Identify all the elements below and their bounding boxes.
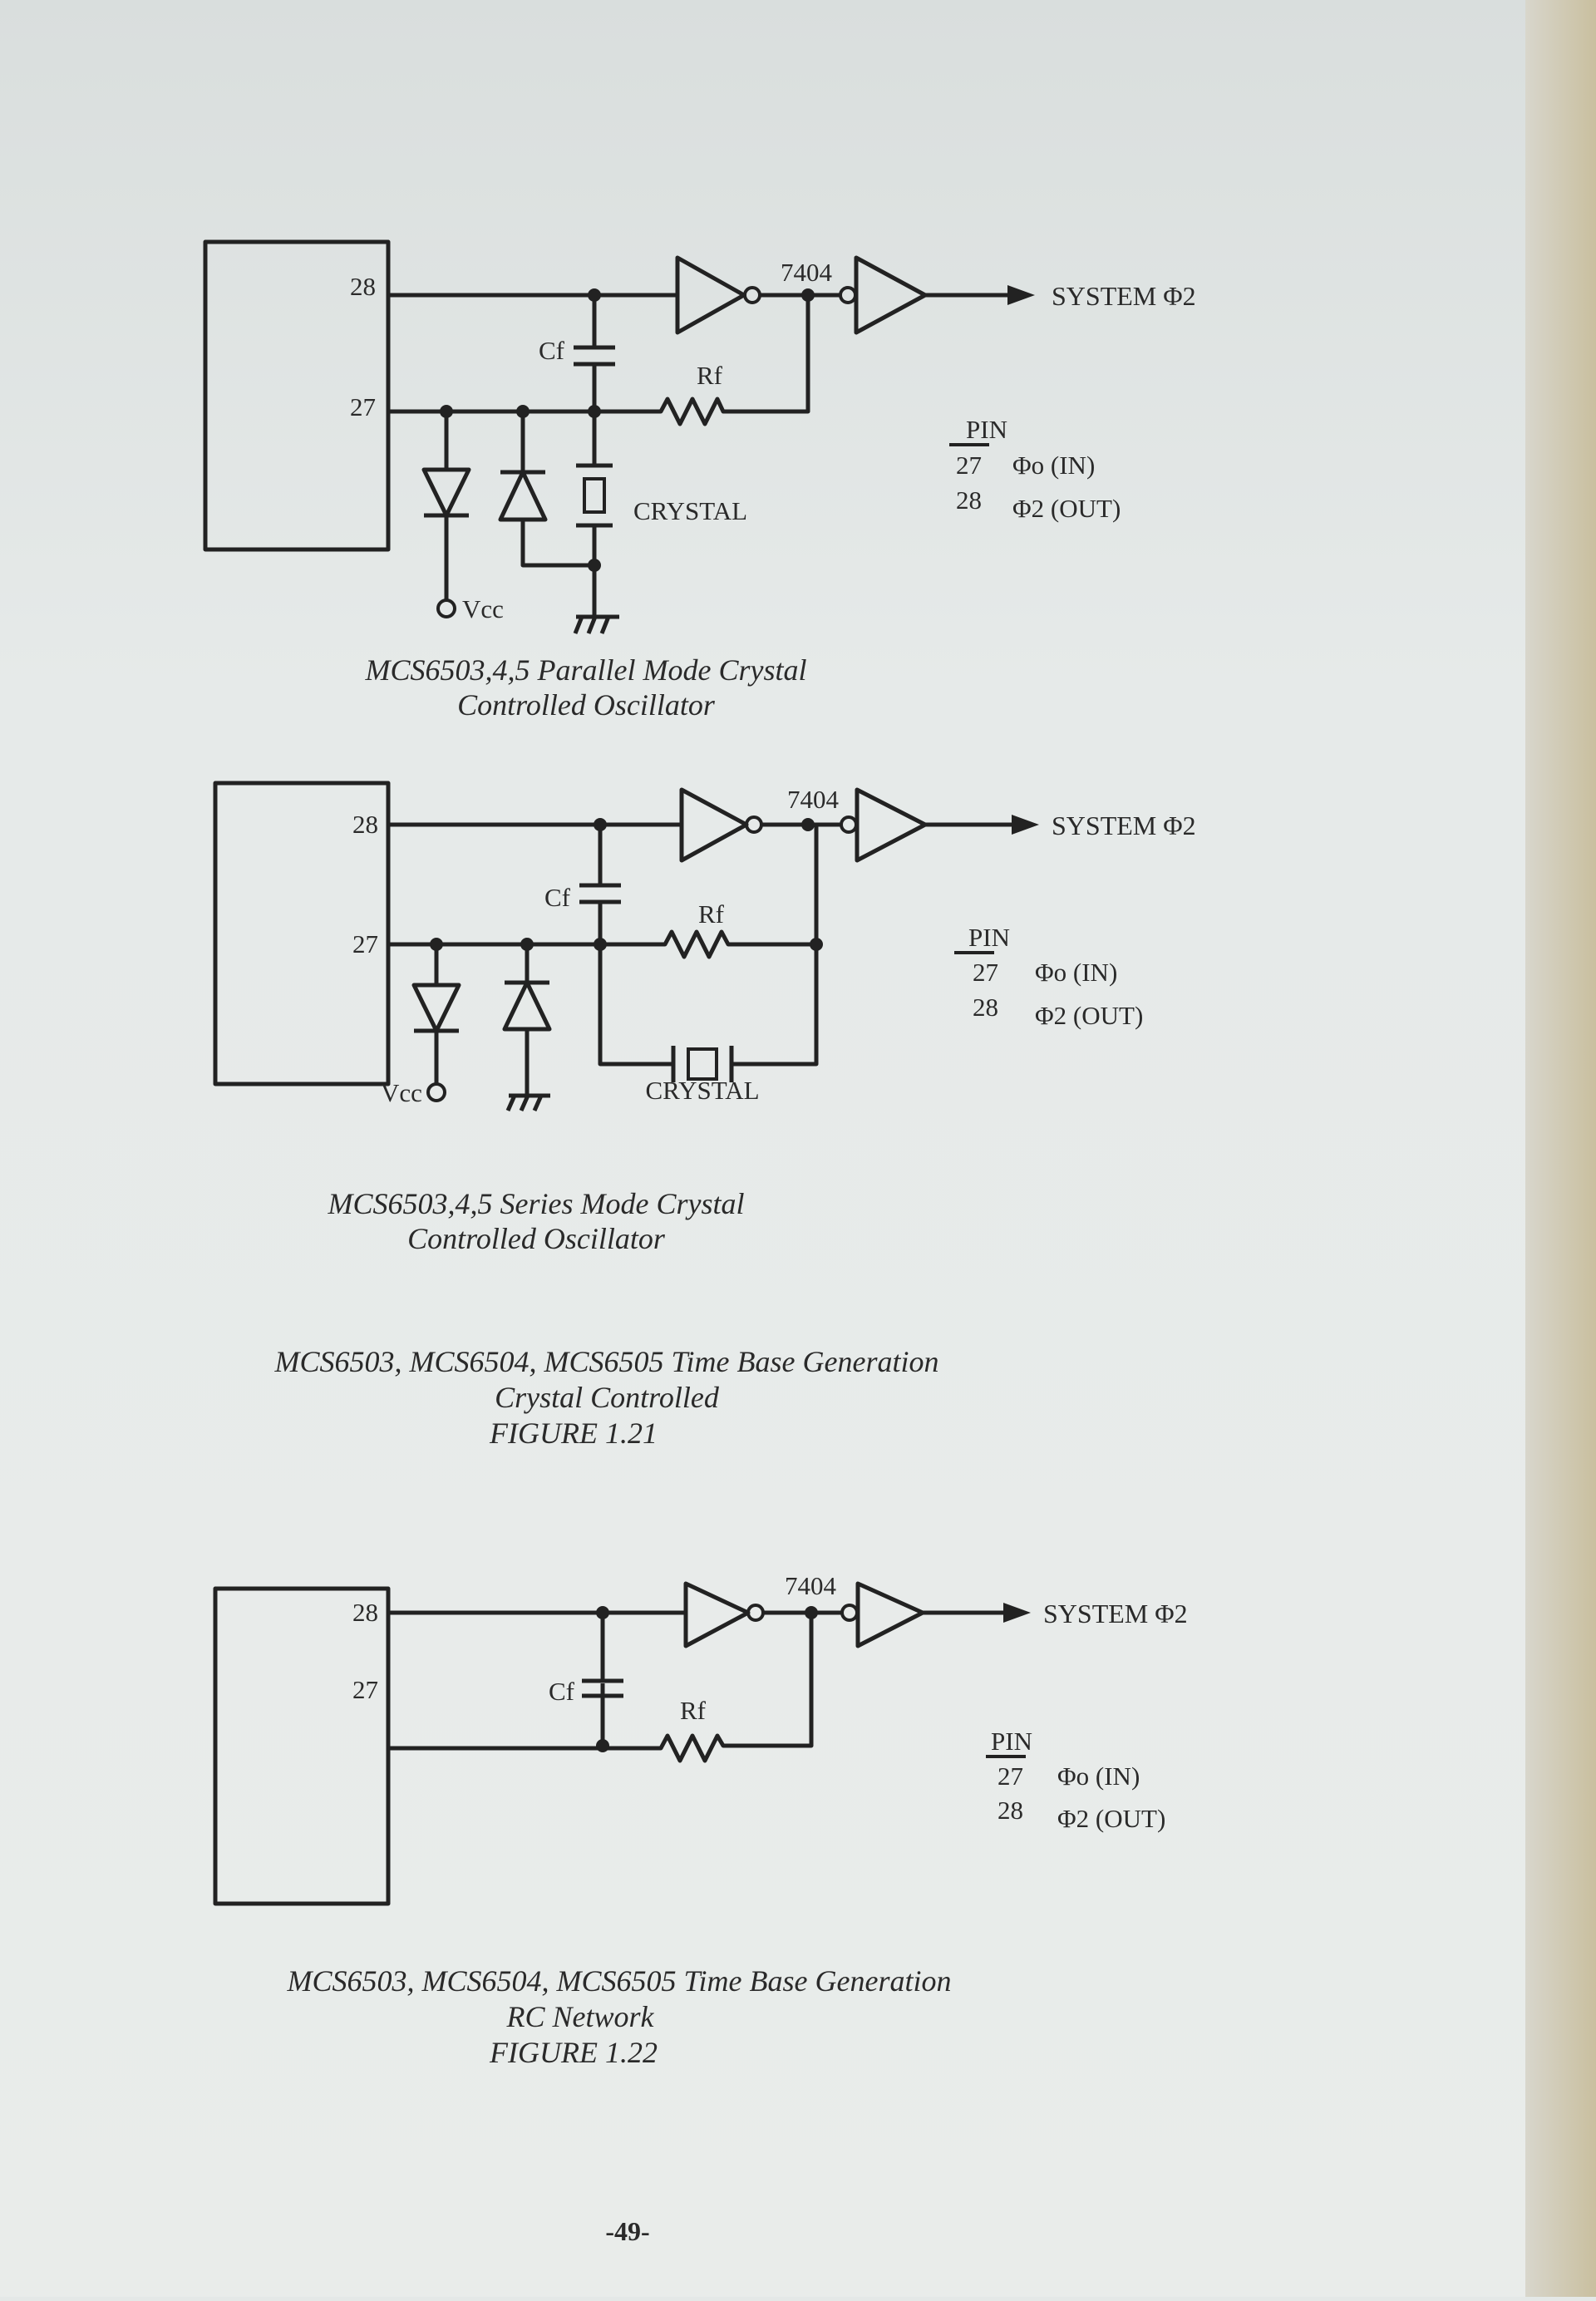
system-phi2-label: SYSTEM Φ2: [1052, 281, 1196, 311]
pin-signal: Φo (IN): [1012, 451, 1095, 480]
buffer-2: [855, 1581, 925, 1648]
rf-label: Rf: [697, 361, 723, 390]
pin-number: 28: [998, 1796, 1023, 1825]
pin-signal: Φ2 (OUT): [1057, 1804, 1165, 1833]
rc-network-schematic: 28 27 SYSTEM Φ2 7404: [213, 1571, 1188, 2069]
vcc-label: Vcc: [462, 594, 504, 623]
cf-label: Cf: [544, 883, 571, 912]
figure-title-line: MCS6503, MCS6504, MCS6505 Time Base Gene…: [287, 1964, 952, 1998]
arrow-icon: [1003, 1603, 1031, 1623]
pin-28-label: 28: [350, 272, 376, 301]
diode-2: [502, 944, 552, 1096]
pin-28-label: 28: [352, 810, 378, 839]
ground-icon: [573, 614, 619, 634]
resistor-rf: [388, 1613, 814, 1763]
pin-signal: Φ2 (OUT): [1012, 494, 1121, 523]
capacitor-cf: [579, 825, 819, 1067]
inverter-1: [675, 255, 746, 335]
pin-header: PIN: [966, 415, 1007, 444]
resistor-rf: [388, 929, 816, 959]
series-mode-schematic: 28 27 SYSTEM Φ2 7404 Cf Rf Vcc CRYSTAL P…: [213, 781, 1196, 1450]
cpu-chip-box: [213, 781, 391, 1086]
caption-line: Controlled Oscillator: [407, 1222, 666, 1255]
pin-27-label: 27: [350, 392, 376, 421]
pin-table: PIN 27 Φo (IN) 28 Φ2 (OUT): [986, 1727, 1165, 1833]
pin-27-label: 27: [352, 1675, 378, 1704]
cf-label: Cf: [549, 1677, 575, 1706]
rf-label: Rf: [680, 1696, 707, 1725]
diode-1: [411, 944, 461, 1085]
pin-number: 27: [973, 958, 998, 987]
figure-title-line: RC Network: [506, 2000, 655, 2033]
buffer-2: [854, 255, 928, 335]
pin-number: 27: [998, 1761, 1023, 1791]
buffer-2: [855, 787, 928, 863]
figure-number: FIGURE 1.22: [489, 2036, 658, 2069]
junction-dot: [801, 818, 815, 831]
pin-number: 28: [956, 485, 982, 515]
figure-title-line: MCS6503, MCS6504, MCS6505 Time Base Gene…: [274, 1345, 939, 1378]
ground-icon: [505, 1093, 550, 1112]
crystal-label: CRYSTAL: [645, 1076, 759, 1105]
crystal-label: CRYSTAL: [633, 496, 747, 525]
vcc-terminal: [436, 599, 456, 618]
pin-signal: Φo (IN): [1057, 1761, 1140, 1791]
arrow-icon: [1007, 285, 1035, 305]
vcc-label: Vcc: [381, 1078, 422, 1107]
junction-dot: [810, 938, 823, 951]
caption-line: Controlled Oscillator: [457, 688, 716, 722]
pin-signal: Φ2 (OUT): [1035, 1001, 1143, 1030]
page-edges: [1525, 0, 1596, 2297]
pin-header: PIN: [968, 923, 1010, 952]
diode-2: [498, 411, 594, 568]
caption-line: MCS6503,4,5 Series Mode Crystal: [328, 1187, 745, 1220]
gate-7404-label: 7404: [787, 785, 840, 814]
resistor-rf: [388, 295, 810, 426]
diode-1: [421, 411, 471, 600]
pin-number: 28: [973, 993, 998, 1022]
system-phi2-label: SYSTEM Φ2: [1043, 1599, 1188, 1628]
crystal-body: [687, 1047, 718, 1081]
crystal-symbol: [576, 411, 613, 617]
pin-header: PIN: [991, 1727, 1032, 1756]
crystal-symbol: [671, 1046, 734, 1082]
cf-label: Cf: [539, 336, 565, 365]
inverter-1: [683, 1581, 751, 1648]
pin-table: PIN 27 Φo (IN) 28 Φ2 (OUT): [954, 923, 1143, 1030]
pin-signal: Φo (IN): [1035, 958, 1117, 987]
cpu-chip-box: [203, 239, 391, 552]
junction-dot: [594, 938, 607, 951]
page-number: -49-: [605, 2216, 649, 2246]
junction-dot: [596, 1739, 609, 1752]
pin-number: 27: [956, 451, 982, 480]
figure-number: FIGURE 1.21: [489, 1417, 658, 1450]
gate-7404-label: 7404: [781, 258, 833, 287]
caption-line: MCS6503,4,5 Parallel Mode Crystal: [365, 653, 807, 687]
crystal-body: [583, 477, 606, 514]
pin-27-label: 27: [352, 929, 378, 958]
pin-table: PIN 27 Φo (IN) 28 Φ2 (OUT): [949, 415, 1121, 523]
inverter-1: [679, 787, 749, 863]
parallel-mode-schematic: 28 27 SYSTEM Φ2 7404 Cf Rf Vcc CRYSTAL P…: [203, 239, 1196, 722]
system-phi2-label: SYSTEM Φ2: [1052, 811, 1196, 840]
vcc-terminal: [426, 1082, 446, 1102]
gate-7404-label: 7404: [785, 1571, 837, 1600]
figure-title-line: Crystal Controlled: [495, 1381, 720, 1414]
rf-label: Rf: [698, 899, 725, 929]
pin-28-label: 28: [352, 1598, 378, 1627]
capacitor-cf: [574, 295, 615, 411]
arrow-icon: [1012, 815, 1039, 835]
